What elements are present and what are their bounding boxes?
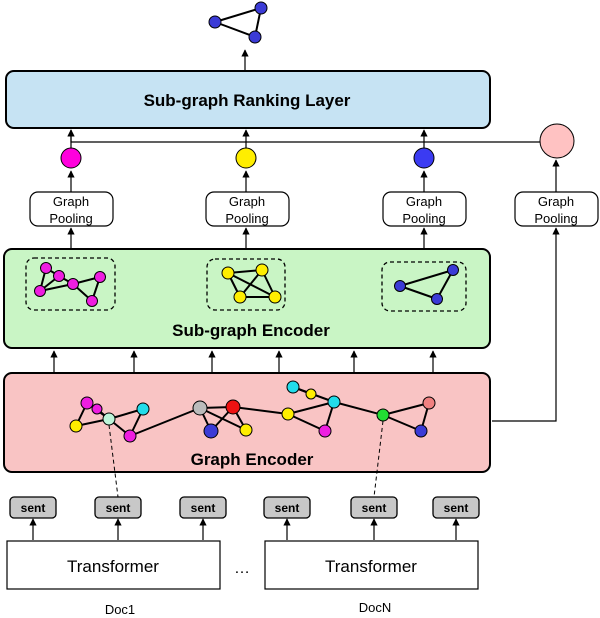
sentence-box: sent <box>179 496 227 519</box>
sentence-label: sent <box>191 501 216 515</box>
pooling-line1: Graph <box>406 194 442 209</box>
graph-encoder-label: Graph Encoder <box>191 450 314 469</box>
sentence-box: sent <box>350 496 398 519</box>
subgraph-yellow <box>206 258 286 311</box>
transformer-label-2: Transformer <box>325 557 417 576</box>
pink-node-connector <box>67 129 540 143</box>
subgraph-blue <box>381 261 467 312</box>
graph-pooling-3: Graph Pooling <box>382 191 467 227</box>
sentence-label: sent <box>444 501 469 515</box>
document-graph <box>69 380 436 443</box>
output-subgraph <box>208 1 268 44</box>
sentence-box: sent <box>9 496 57 519</box>
pooling-line2: Pooling <box>534 211 577 226</box>
transformer-box-1 <box>6 540 221 590</box>
pooled-node-magenta <box>60 147 82 169</box>
output-node <box>248 30 262 44</box>
sentence-label: sent <box>275 501 300 515</box>
graph-pooling-2: Graph Pooling <box>205 191 290 227</box>
ranking-layer-label: Sub-graph Ranking Layer <box>144 91 351 110</box>
doc-label-1: Doc1 <box>105 602 135 617</box>
pooling-line1: Graph <box>229 194 265 209</box>
graph-encoder-box <box>3 372 491 473</box>
graph-pooling-4: Graph Pooling <box>514 191 599 227</box>
subgraph-encoder-box <box>3 248 491 349</box>
output-node <box>254 1 268 15</box>
sentence-box: sent <box>94 496 142 519</box>
pooled-node-blue <box>413 147 435 169</box>
ranking-layer-box <box>5 70 491 129</box>
sentence-node-link <box>373 420 384 498</box>
doc-label-n: DocN <box>359 600 392 615</box>
sentence-box: sent <box>263 496 311 519</box>
ellipsis: … <box>234 560 250 577</box>
sentence-label: sent <box>21 501 46 515</box>
pooling-line1: Graph <box>53 194 89 209</box>
pooling-line2: Pooling <box>402 211 445 226</box>
pooling-line2: Pooling <box>225 211 268 226</box>
sentence-label: sent <box>362 501 387 515</box>
sentence-label: sent <box>106 501 131 515</box>
graph-encoder-to-pooling <box>492 227 560 422</box>
graph-pooling-1: Graph Pooling <box>29 191 114 227</box>
output-node <box>208 15 222 29</box>
pooling-line1: Graph <box>538 194 574 209</box>
pooled-node-pink <box>539 123 575 159</box>
pooling-line2: Pooling <box>49 211 92 226</box>
subgraph-magenta <box>25 257 116 311</box>
transformer-box-2 <box>264 540 479 590</box>
pooled-node-yellow <box>235 147 257 169</box>
sentence-box: sent <box>432 496 480 519</box>
subgraph-encoder-label: Sub-graph Encoder <box>172 321 330 340</box>
sentence-node-link <box>108 424 119 498</box>
transformer-label-1: Transformer <box>67 557 159 576</box>
